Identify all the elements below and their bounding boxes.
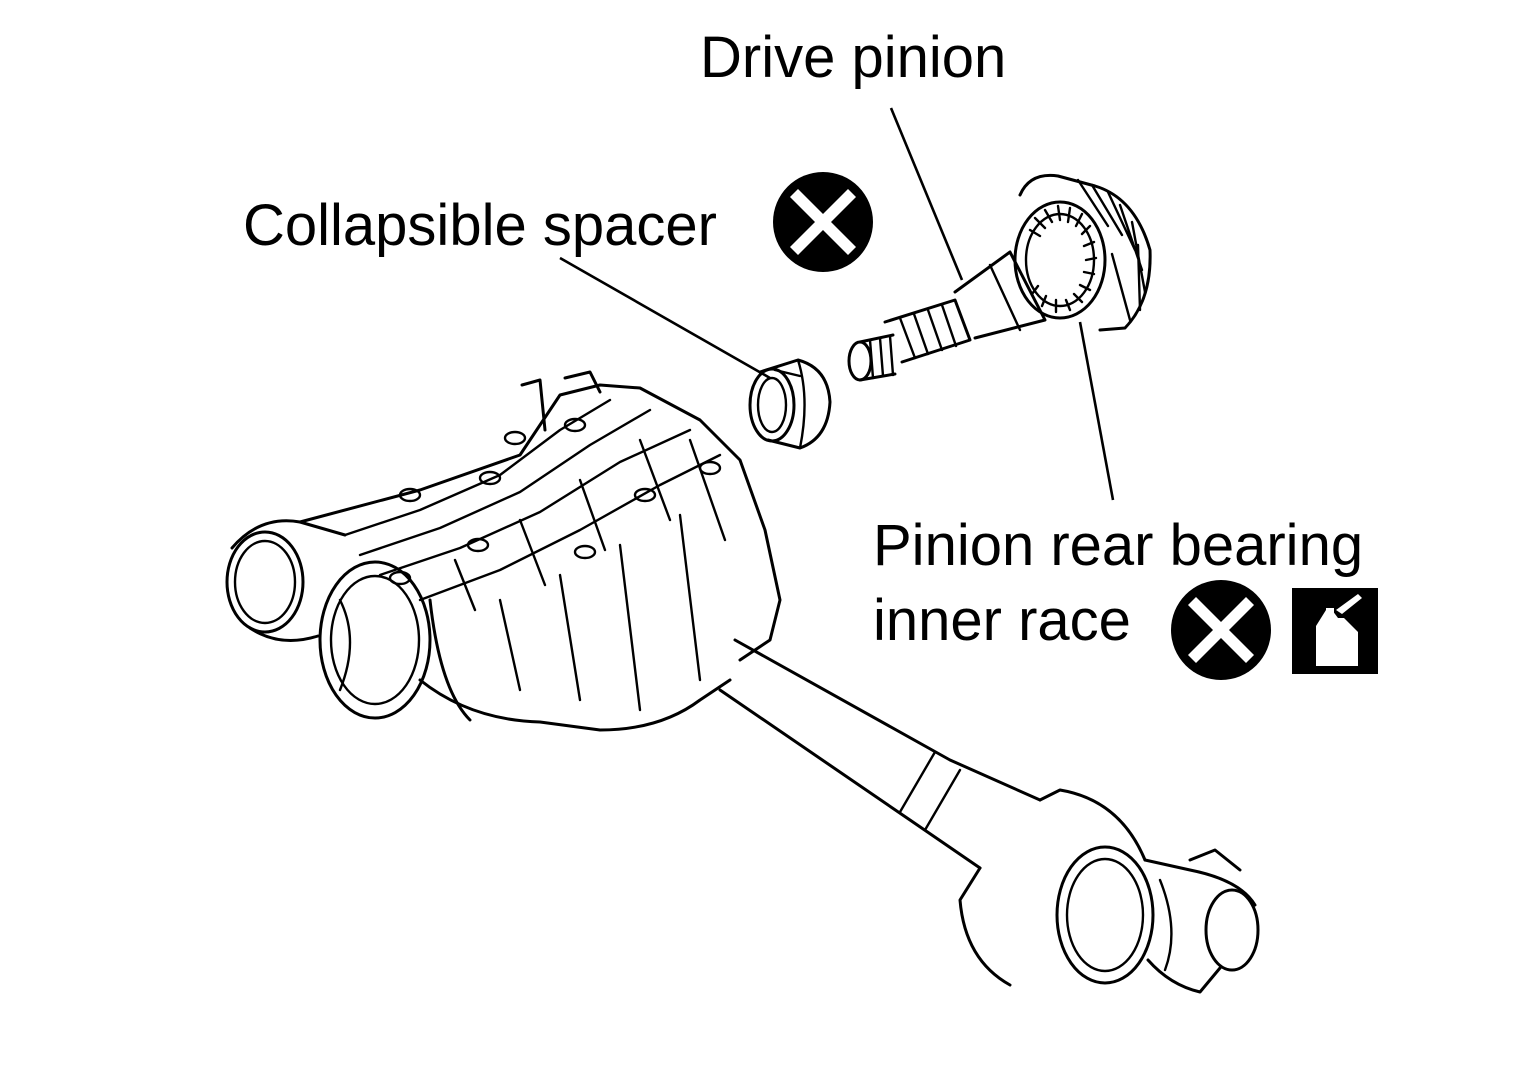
circled-x-icon bbox=[1171, 580, 1271, 680]
collapsible-spacer-leader bbox=[559, 256, 771, 380]
bearing-leader bbox=[1078, 321, 1115, 501]
oil-can-icon bbox=[1292, 588, 1378, 674]
pinion-rear-bearing-label-line2: inner race bbox=[873, 588, 1131, 653]
drive-pinion bbox=[847, 173, 1152, 382]
collapsible-spacer-label: Collapsible spacer bbox=[243, 193, 717, 258]
differential-carrier-housing bbox=[225, 370, 782, 732]
drive-pinion-label: Drive pinion bbox=[700, 25, 1006, 90]
collapsible-spacer bbox=[748, 358, 832, 450]
pinion-rear-bearing-label-line1: Pinion rear bearing bbox=[873, 513, 1363, 578]
axle-tube bbox=[718, 638, 1260, 994]
drive-pinion-leader bbox=[889, 107, 964, 281]
circled-x-icon bbox=[773, 172, 873, 272]
